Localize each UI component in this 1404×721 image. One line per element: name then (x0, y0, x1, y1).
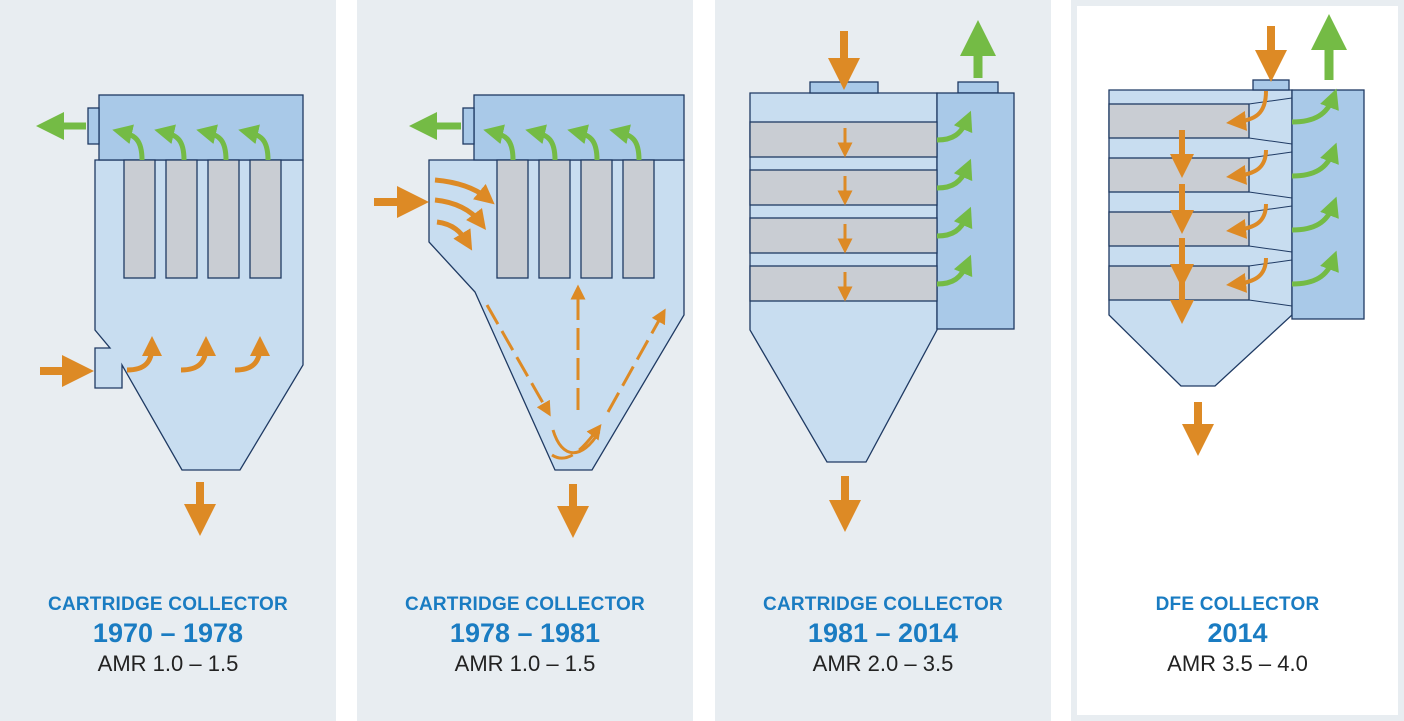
cartridge-collector-1970-diagram (36, 94, 304, 536)
collector-panel-1978: CARTRIDGE COLLECTOR 1978 – 1981 AMR 1.0 … (357, 0, 693, 721)
clean-air-flow-icon (483, 124, 642, 161)
dirty-air-flow-icon (485, 284, 666, 460)
collector-amr-label: AMR 3.5 – 4.0 (1167, 651, 1308, 676)
dirty-air-flow-icon (126, 336, 270, 373)
clean-air-flow-icon (112, 124, 271, 161)
collector-panel-1981: CARTRIDGE COLLECTOR 1981 – 2014 AMR 2.0 … (715, 0, 1051, 721)
collector-type-label: DFE COLLECTOR (1155, 594, 1320, 615)
collector-amr-label: AMR 2.0 – 3.5 (812, 651, 954, 676)
collector-type-label: CARTRIDGE COLLECTOR (48, 594, 288, 615)
collector-years-label: 2014 (1207, 618, 1268, 648)
cartridge-filters (123, 159, 282, 279)
collector-caption: DFE COLLECTOR 2014 AMR 3.5 – 4.0 (1077, 594, 1398, 677)
pleat-lines (1248, 97, 1293, 307)
cartridge-collector-1978-diagram (374, 94, 685, 538)
clean-air-flow-icon (1291, 88, 1339, 287)
cartridge-collector-1981-diagram (749, 20, 1015, 532)
clean-air-plenum (98, 94, 304, 161)
collector-years-label: 1970 – 1978 (92, 618, 244, 648)
inlet-flange (1252, 79, 1290, 91)
collector-housing (428, 159, 685, 471)
collector-caption: CARTRIDGE COLLECTOR 1981 – 2014 AMR 2.0 … (715, 594, 1051, 677)
outlet-flange (462, 107, 475, 145)
collector-type-label: CARTRIDGE COLLECTOR (763, 594, 1003, 615)
collector-years-label: 1978 – 1981 (449, 618, 601, 648)
collector-years-label: 1981 – 2014 (807, 618, 959, 648)
outlet-flange (87, 107, 100, 145)
inlet-flange (809, 81, 879, 94)
clean-air-plenum (936, 92, 1015, 330)
collector-caption: CARTRIDGE COLLECTOR 1978 – 1981 AMR 1.0 … (357, 594, 693, 677)
clean-air-flow-icon (936, 110, 973, 287)
outlet-flange (957, 81, 999, 94)
cartridge-filters (496, 159, 655, 279)
collector-type-label: CARTRIDGE COLLECTOR (405, 594, 645, 615)
inlet-baffle-flow-icon (434, 177, 495, 251)
pulse-clean-flow-icon (1226, 90, 1268, 293)
collector-amr-label: AMR 1.0 – 1.5 (454, 651, 596, 676)
collector-panel-2014: DFE COLLECTOR 2014 AMR 3.5 – 4.0 (1071, 0, 1404, 721)
clean-air-plenum (473, 94, 685, 161)
dfe-collector-2014-diagram (1108, 14, 1365, 456)
collector-panel-1970: CARTRIDGE COLLECTOR 1970 – 1978 AMR 1.0 … (0, 0, 336, 721)
collector-caption: CARTRIDGE COLLECTOR 1970 – 1978 AMR 1.0 … (0, 594, 336, 677)
collector-amr-label: AMR 1.0 – 1.5 (97, 651, 239, 676)
